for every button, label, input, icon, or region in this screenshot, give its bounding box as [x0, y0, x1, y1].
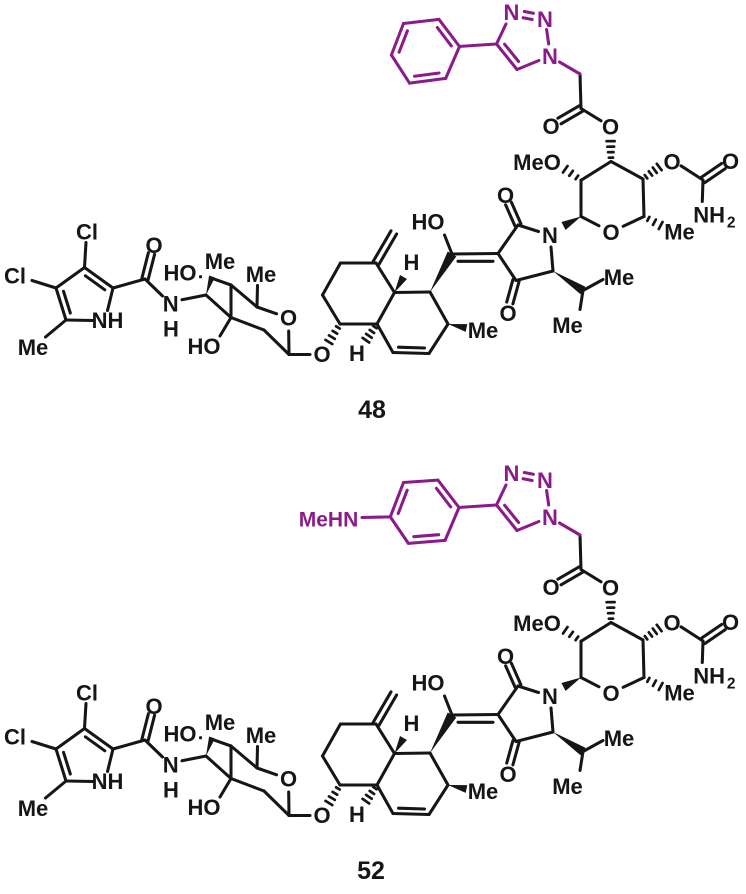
- svg-text:O: O: [663, 149, 680, 174]
- svg-text:MeO: MeO: [513, 150, 561, 175]
- svg-text:Me: Me: [246, 262, 277, 287]
- svg-text:HO: HO: [412, 209, 445, 234]
- svg-text:O: O: [542, 114, 559, 139]
- svg-text:Me: Me: [205, 249, 236, 274]
- svg-text:O: O: [313, 342, 330, 367]
- svg-text:H: H: [349, 341, 365, 366]
- svg-text:H: H: [404, 250, 420, 275]
- svg-text:O: O: [499, 301, 516, 326]
- svg-text:N: N: [537, 7, 553, 32]
- svg-text:N: N: [163, 291, 179, 316]
- svg-text:O: O: [602, 114, 619, 139]
- svg-text:H: H: [163, 316, 179, 341]
- svg-text:Cl: Cl: [76, 219, 98, 244]
- svg-text:N: N: [542, 223, 558, 248]
- svg-text:Me: Me: [604, 265, 635, 290]
- svg-text:O: O: [722, 149, 739, 174]
- svg-text:HO: HO: [164, 260, 197, 285]
- svg-text:Me: Me: [18, 335, 49, 360]
- svg-text:O: O: [280, 305, 297, 330]
- svg-text:52: 52: [357, 857, 385, 885]
- svg-text:O: O: [145, 233, 162, 258]
- svg-text:2: 2: [727, 214, 736, 231]
- svg-text:Me: Me: [552, 313, 583, 338]
- svg-text:O: O: [497, 183, 514, 208]
- svg-text:Me: Me: [468, 318, 499, 343]
- svg-text:HO: HO: [188, 334, 221, 359]
- svg-text:48: 48: [358, 396, 386, 424]
- svg-text:NH: NH: [92, 308, 124, 333]
- svg-text:MeHN: MeHN: [299, 509, 359, 532]
- svg-text:N: N: [504, 0, 520, 25]
- svg-text:N: N: [542, 44, 558, 69]
- svg-text:Me: Me: [664, 220, 695, 245]
- svg-text:Cl: Cl: [4, 263, 26, 288]
- svg-text:NH: NH: [693, 202, 725, 227]
- svg-text:O: O: [602, 220, 619, 245]
